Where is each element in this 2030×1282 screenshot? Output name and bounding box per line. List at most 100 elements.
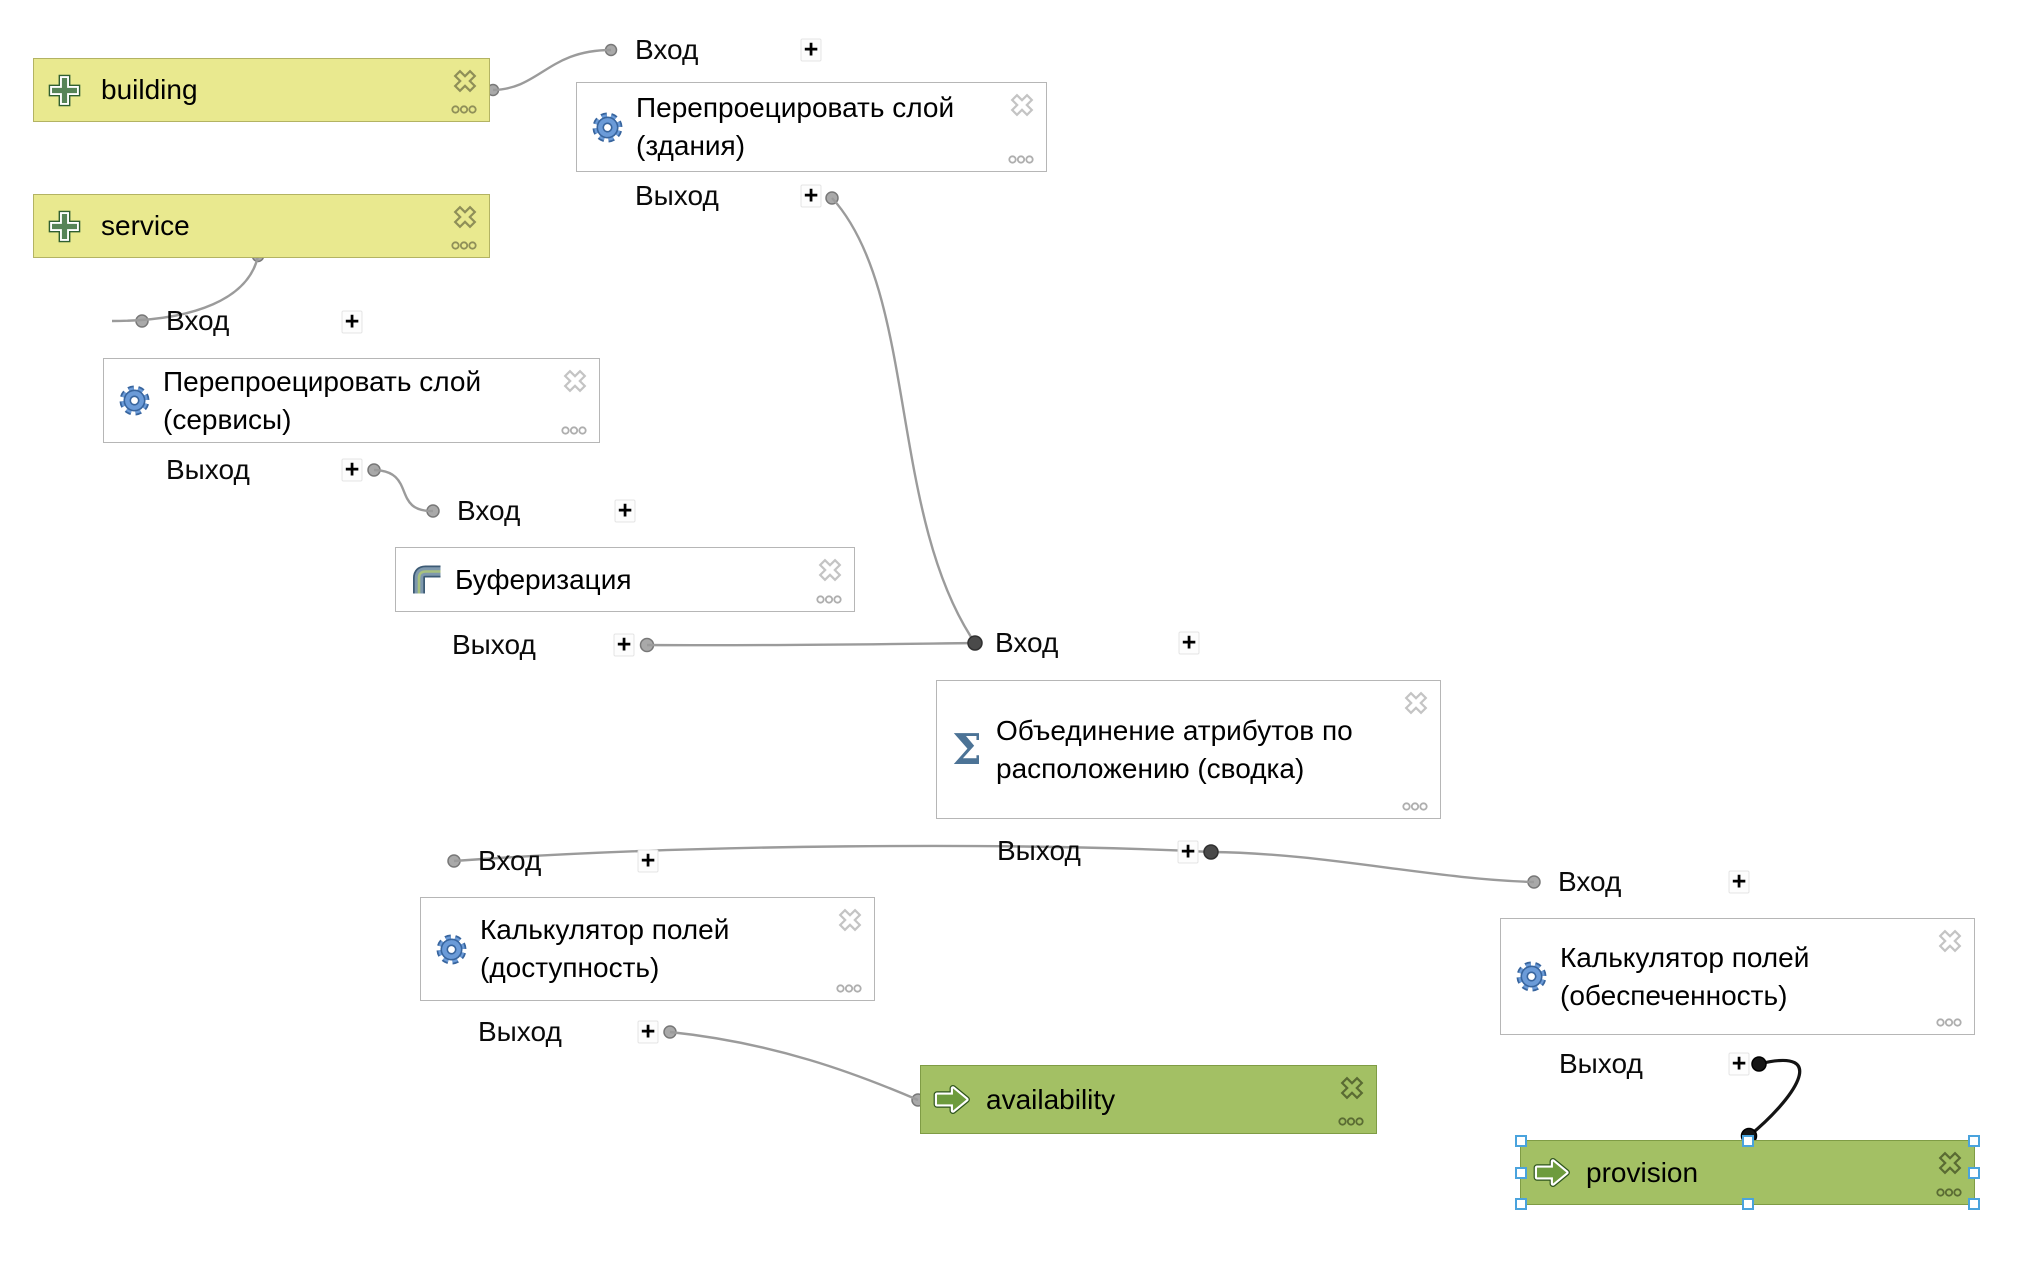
collapse-button[interactable] (1937, 1150, 1963, 1176)
link-connector-5 (453, 844, 1212, 863)
selection-handle[interactable] (1515, 1135, 1527, 1147)
node-title: Буферизация (455, 561, 632, 599)
node-join-attributes[interactable]: Σ Объединение атрибутов по расположению (с… (936, 680, 1441, 819)
collapse-button[interactable] (1009, 92, 1035, 118)
node-reproject-buildings[interactable]: Перепроецировать слой(здания) (576, 82, 1047, 172)
port-dot-join-attributes-out[interactable] (1203, 844, 1219, 860)
node-availability[interactable]: availability (920, 1065, 1377, 1134)
collapse-x-icon (1404, 691, 1428, 715)
comment-dots-button[interactable] (1402, 799, 1428, 811)
expand-plus-button[interactable]: + (614, 498, 636, 523)
comment-dots-button[interactable] (561, 423, 587, 435)
node-buffer[interactable]: Буферизация (395, 547, 855, 612)
ellipsis-dots-icon (561, 426, 587, 435)
selection-handle[interactable] (1968, 1135, 1980, 1147)
expand-plus-button[interactable]: + (637, 848, 659, 873)
ellipsis-dots-icon (451, 241, 477, 250)
node-field-calc-availability[interactable]: Калькулятор полей(доступность) (420, 897, 875, 1001)
expand-plus-button[interactable]: + (637, 1019, 659, 1044)
selection-handle[interactable] (1515, 1166, 1527, 1179)
collapse-button[interactable] (452, 68, 478, 94)
link-connector-1 (111, 255, 260, 323)
node-title-line: Буферизация (455, 563, 632, 595)
node-title: Калькулятор полей (обеспеченность) (1560, 939, 1809, 1015)
node-title: Перепроецировать слой(здания) (636, 89, 954, 165)
gear-icon (1516, 961, 1546, 992)
node-field-calc-provision[interactable]: Калькулятор полей (обеспеченность) (1500, 918, 1975, 1035)
expand-plus-button[interactable]: + (1728, 1051, 1750, 1076)
node-title-line: Объединение атрибутов по (996, 714, 1353, 746)
node-title-line: расположению (сводка) (996, 752, 1305, 784)
collapse-x-icon (453, 205, 477, 229)
gear-icon (436, 934, 466, 964)
buffer-icon (412, 565, 440, 594)
collapse-button[interactable] (452, 204, 478, 230)
selection-handle[interactable] (1515, 1198, 1527, 1210)
node-reproject-services[interactable]: Перепроецировать слой(сервисы) (103, 358, 600, 443)
port-dot-join-attributes-in[interactable] (967, 635, 983, 651)
output-port-label: Выход (1559, 1048, 1643, 1079)
comment-dots-button[interactable] (451, 238, 477, 250)
ellipsis-dots-icon (836, 984, 862, 993)
ellipsis-dots-icon (451, 105, 477, 114)
collapse-button[interactable] (1937, 928, 1963, 954)
selection-handle[interactable] (1741, 1135, 1754, 1147)
node-title-line: Калькулятор полей (1560, 941, 1810, 973)
link-connector-3 (373, 468, 434, 513)
input-port-label: Вход (166, 305, 230, 336)
buffer-icon-slot (405, 564, 447, 595)
comment-dots-button[interactable] (1008, 152, 1034, 164)
expand-plus-button[interactable]: + (1728, 869, 1750, 894)
node-title-line: (доступность) (480, 952, 660, 983)
node-title-line: Перепроецировать слой (163, 365, 482, 397)
ellipsis-dots-icon (1008, 155, 1034, 164)
node-label: provision (1586, 1156, 1699, 1188)
expand-plus-button[interactable]: + (800, 183, 822, 208)
port-dot-field-calc-provision-out[interactable] (1751, 1056, 1767, 1072)
comment-dots-button[interactable] (1338, 1114, 1364, 1126)
expand-plus-button[interactable]: + (613, 632, 635, 657)
gear-icon-slot (113, 384, 155, 417)
node-building[interactable]: building (33, 58, 490, 122)
collapse-button[interactable] (1403, 690, 1429, 716)
input-plus-icon (48, 74, 81, 106)
collapse-x-icon (1010, 93, 1034, 117)
expand-plus-button[interactable]: + (1178, 630, 1200, 655)
comment-dots-button[interactable] (816, 592, 842, 604)
link-connector-7 (669, 1030, 919, 1102)
gear-icon-slot (1510, 960, 1552, 993)
output-port-label: Выход (635, 180, 719, 211)
collapse-button[interactable] (817, 557, 843, 583)
comment-dots-button[interactable] (1936, 1185, 1962, 1197)
expand-plus-button[interactable]: + (1177, 839, 1199, 864)
node-title: Объединение атрибутов по расположению (св… (996, 712, 1353, 788)
collapse-button[interactable] (562, 368, 588, 394)
collapse-button[interactable] (1339, 1075, 1365, 1101)
selection-handle[interactable] (1968, 1166, 1980, 1179)
link-connector-8 (1747, 1058, 1802, 1138)
node-title-line: (обеспеченность) (1560, 979, 1788, 1011)
node-title: Перепроецировать слой(сервисы) (163, 363, 481, 439)
collapse-x-icon (1938, 929, 1962, 953)
node-service[interactable]: service (33, 194, 490, 258)
expand-plus-button[interactable]: + (800, 37, 822, 62)
selection-handle[interactable] (1968, 1198, 1980, 1210)
comment-dots-button[interactable] (451, 102, 477, 114)
selection-handle[interactable] (1741, 1198, 1754, 1210)
comment-dots-button[interactable] (1936, 1015, 1962, 1027)
gear-icon (592, 112, 622, 142)
node-label: building (101, 74, 198, 105)
sigma-icon: Σ (952, 724, 982, 774)
ellipsis-dots-icon (1936, 1188, 1962, 1197)
collapse-x-icon (1340, 1076, 1364, 1100)
comment-dots-button[interactable] (836, 981, 862, 993)
node-provision[interactable]: provision (1515, 1135, 1980, 1210)
input-plus-icon (48, 210, 81, 242)
node-title-line: (здания) (636, 130, 746, 161)
collapse-button[interactable] (837, 907, 863, 933)
expand-plus-button[interactable]: + (341, 309, 363, 334)
expand-plus-button[interactable]: + (341, 457, 363, 482)
output-port-label: Выход (997, 835, 1081, 866)
output-port-label: Выход (452, 629, 536, 660)
